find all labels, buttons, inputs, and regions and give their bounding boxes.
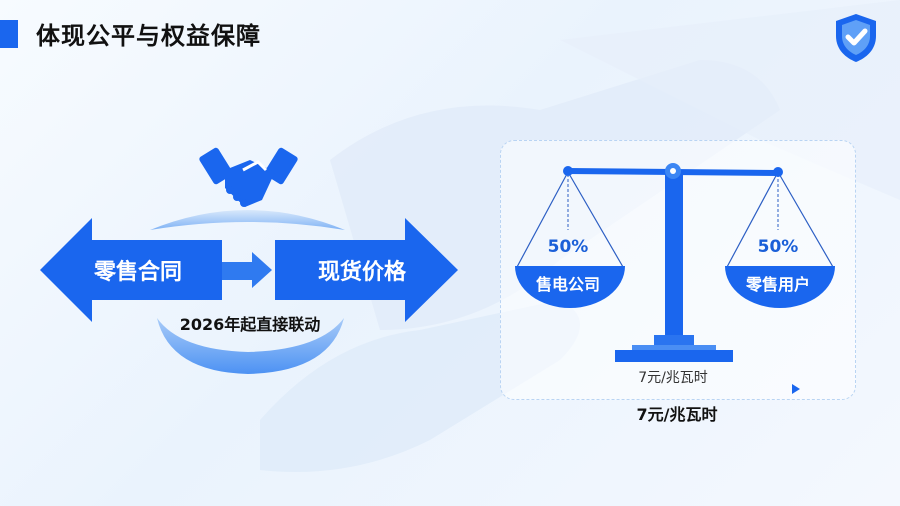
scale-icon xyxy=(515,163,835,394)
right-pan xyxy=(725,266,835,308)
page-title: 体现公平与权益保障 xyxy=(36,22,261,50)
title-accent-bar xyxy=(0,20,18,48)
spot-price-label: 现货价格 xyxy=(317,260,407,285)
retail-contract-label: 零售合同 xyxy=(93,260,183,285)
linkage-diagram xyxy=(40,147,458,374)
link-arrow xyxy=(222,252,272,288)
inner-price-label: 7元/兆瓦时 xyxy=(638,370,708,386)
seller-share: 50% xyxy=(547,237,589,257)
price-label: 7元/兆瓦时 xyxy=(636,405,718,424)
left-pan xyxy=(515,266,625,308)
top-cycle-arc xyxy=(150,210,345,230)
handshake-icon xyxy=(199,147,298,207)
user-label: 零售用户 xyxy=(745,275,811,294)
spot-price-arrow xyxy=(275,218,458,322)
user-share: 50% xyxy=(757,237,799,257)
contract-arrow xyxy=(40,218,222,322)
linkage-caption: 2026年起直接联动 xyxy=(179,315,321,334)
seller-label: 售电公司 xyxy=(535,275,601,294)
shield-check-icon xyxy=(836,14,876,62)
bottom-cycle-arc xyxy=(157,318,344,374)
